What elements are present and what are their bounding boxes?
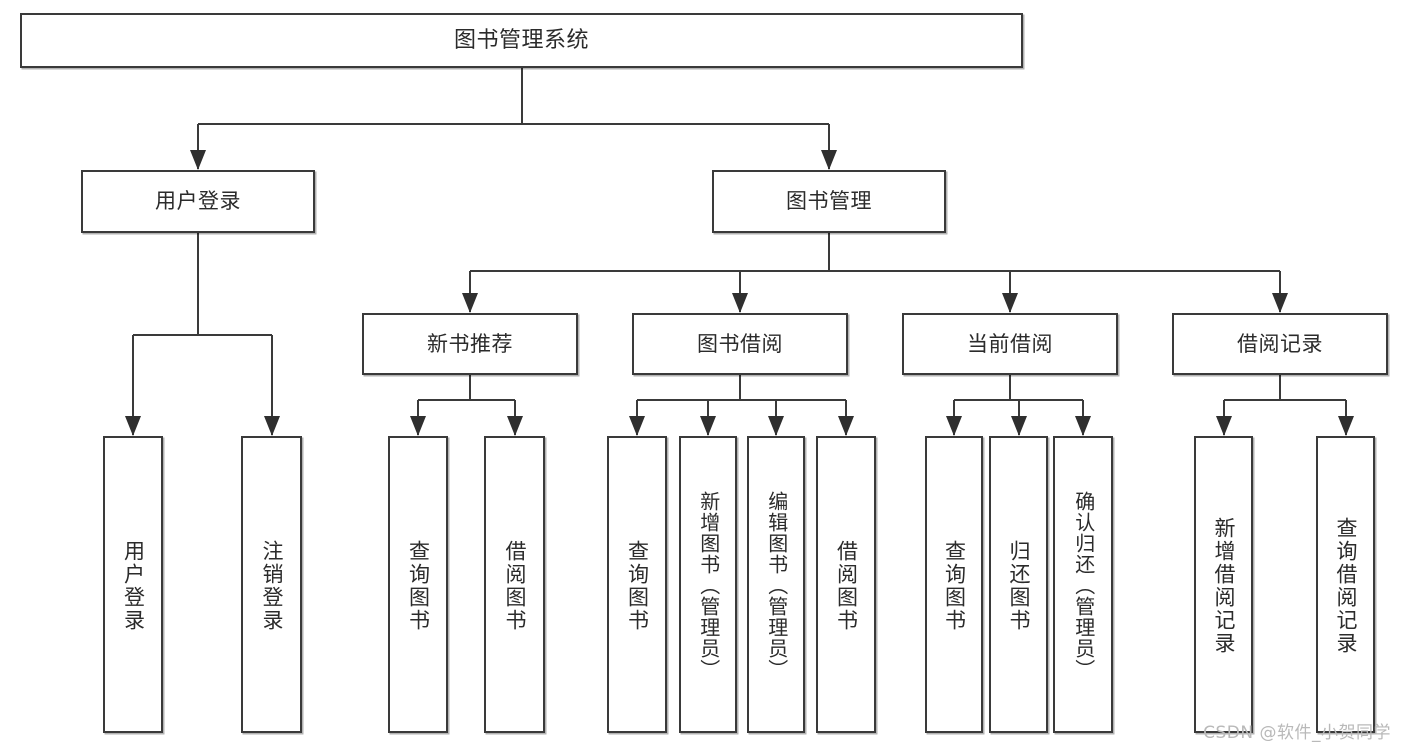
node-label: 注销登录 (259, 539, 284, 632)
node-label: 查询图书 (942, 539, 967, 632)
node-n4l[interactable]: 新增借阅记录 (1194, 436, 1253, 733)
node-n2b[interactable]: 图书管理 (712, 170, 946, 233)
node-n4e[interactable]: 查询图书 (607, 436, 667, 733)
node-label: 查询图书 (625, 539, 650, 632)
node-n4g[interactable]: 编辑图书（管理员） (747, 436, 805, 733)
node-n4c[interactable]: 查询图书 (388, 436, 448, 733)
node-label: 确认归还（管理员） (1071, 491, 1096, 680)
node-n4i[interactable]: 查询图书 (925, 436, 983, 733)
node-n4m[interactable]: 查询借阅记录 (1316, 436, 1375, 733)
node-label: 用户登录 (155, 189, 241, 214)
node-label: 新书推荐 (427, 331, 513, 356)
node-label: 新增图书（管理员） (696, 491, 721, 680)
node-n4f[interactable]: 新增图书（管理员） (679, 436, 737, 733)
node-n4j[interactable]: 归还图书 (989, 436, 1048, 733)
node-label: 借阅记录 (1237, 331, 1323, 356)
node-label: 用户登录 (121, 539, 146, 632)
node-n4d[interactable]: 借阅图书 (484, 436, 545, 733)
node-label: 借阅图书 (502, 539, 527, 632)
node-label: 查询图书 (406, 539, 431, 632)
node-label: 图书管理系统 (453, 27, 589, 53)
node-label: 当前借阅 (967, 331, 1053, 356)
node-label: 新增借阅记录 (1211, 516, 1236, 655)
csdn-watermark: CSDN @软件_小贺同学 (1203, 723, 1391, 743)
node-n4h[interactable]: 借阅图书 (816, 436, 876, 733)
node-label: 图书管理 (786, 189, 872, 214)
node-n3b[interactable]: 图书借阅 (632, 313, 848, 375)
node-n4b[interactable]: 注销登录 (241, 436, 302, 733)
node-label: 编辑图书（管理员） (764, 491, 789, 680)
node-n2a[interactable]: 用户登录 (81, 170, 315, 233)
node-label: 图书借阅 (697, 331, 783, 356)
node-n3a[interactable]: 新书推荐 (362, 313, 578, 375)
node-label: 查询借阅记录 (1333, 516, 1358, 655)
node-n4k[interactable]: 确认归还（管理员） (1053, 436, 1113, 733)
node-n4a[interactable]: 用户登录 (103, 436, 163, 733)
node-n3c[interactable]: 当前借阅 (902, 313, 1118, 375)
node-label: 归还图书 (1006, 539, 1031, 632)
node-root[interactable]: 图书管理系统 (20, 13, 1023, 68)
node-n3d[interactable]: 借阅记录 (1172, 313, 1388, 375)
node-label: 借阅图书 (834, 539, 859, 632)
